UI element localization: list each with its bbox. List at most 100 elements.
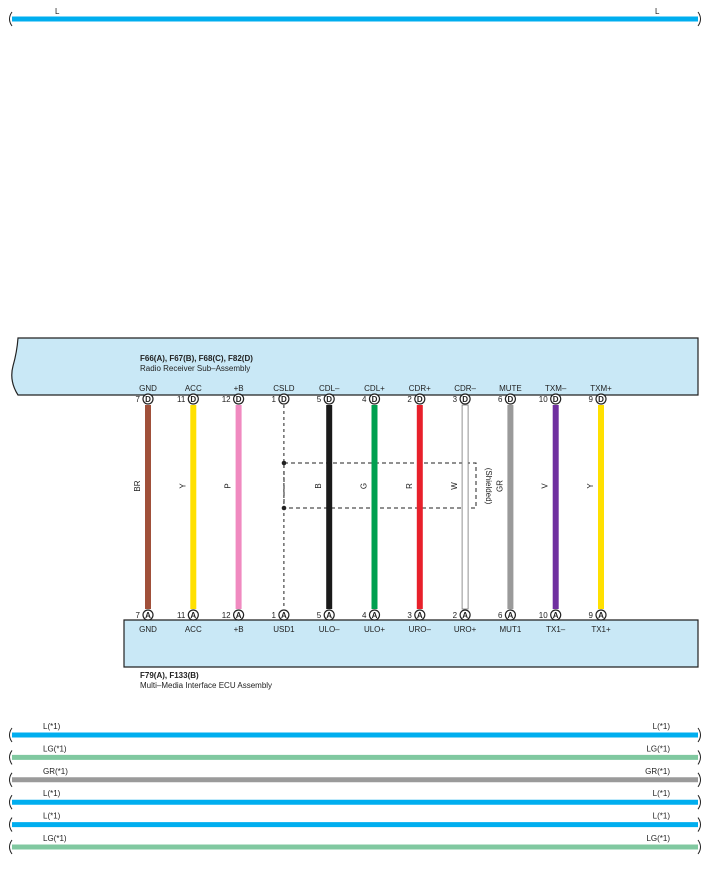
bottom-wire-left-label: L(*1) (43, 812, 61, 821)
top-connector-letter: D (190, 395, 196, 404)
radio-receiver-body (11, 337, 699, 396)
bottom-connector-letter: A (281, 611, 287, 620)
mmi-ecu-body (123, 619, 699, 668)
bottom-connector-circle (233, 609, 245, 621)
bottom-wire-left-label: L(*1) (43, 722, 61, 731)
bottom-terminal-name: URO– (409, 625, 432, 634)
bottom-terminal-name: USD1 (273, 625, 295, 634)
top-connector-circle (504, 393, 516, 405)
bottom-pin-number: 12 (222, 611, 231, 620)
top-connector-letter: D (281, 395, 287, 404)
bottom-connector-circle (187, 609, 199, 621)
top-connector-letter: D (553, 395, 559, 404)
top-connector-circle (187, 393, 199, 405)
bottom-connector-letter: A (236, 611, 242, 620)
wire-color-code: Y (586, 483, 595, 489)
bottom-wire-4: L(*1)L(*1) (9, 789, 701, 810)
shielded-label: (Shielded) (484, 468, 493, 505)
bottom-terminal-name: +B (234, 625, 244, 634)
top-connector-circle (414, 393, 426, 405)
bottom-connector-letter: A (190, 611, 196, 620)
top-terminal-name: MUTE (499, 384, 522, 393)
top-connector-circle (459, 393, 471, 405)
bottom-wire-right-label: LG(*1) (646, 744, 670, 753)
top-connector-circle (278, 393, 290, 405)
top-pin-number: 6 (498, 395, 503, 404)
bottom-wire-right-label: GR(*1) (645, 767, 670, 776)
bottom-wire-right-label: LG(*1) (646, 834, 670, 843)
bottom-wire-left-label: L(*1) (43, 789, 61, 798)
bottom-terminal-name: GND (139, 625, 157, 634)
bottom-pin-number: 1 (271, 611, 276, 620)
bottom-connector-letter: A (462, 611, 468, 620)
bottom-wire-left-label: LG(*1) (43, 744, 67, 753)
top-connector-circle (323, 393, 335, 405)
mmi-ecu-name: Multi–Media Interface ECU Assembly (140, 681, 272, 690)
bottom-connector-letter: A (598, 611, 604, 620)
top-wire-left-label: L (55, 7, 60, 16)
radio-receiver-name: Radio Receiver Sub–Assembly (140, 364, 250, 373)
top-terminal-name: ACC (185, 384, 202, 393)
wire-color-code: Y (178, 483, 187, 489)
bottom-terminal-name: ULO+ (364, 625, 385, 634)
top-connector-circle (595, 393, 607, 405)
top-terminal-name: CSLD (273, 384, 295, 393)
top-pin-number: 9 (589, 395, 594, 404)
bottom-wire-break-left (9, 839, 13, 855)
top-pin-number: 4 (362, 395, 367, 404)
bottom-pin-number: 6 (498, 611, 503, 620)
bottom-connector-letter: A (145, 611, 151, 620)
bottom-connector-letter: A (553, 611, 559, 620)
wire-color-code: W (450, 482, 459, 490)
top-pin-number: 2 (407, 395, 412, 404)
bottom-wire-break-left (9, 794, 13, 810)
wire-color-code: GR (495, 480, 504, 492)
top-wire-right-label: L (655, 7, 660, 16)
top-terminal-name: CDR+ (409, 384, 431, 393)
bottom-connector-letter: A (508, 611, 514, 620)
top-pin-number: 10 (539, 395, 548, 404)
bottom-wire-right-label: L(*1) (653, 722, 671, 731)
bottom-wire-break-left (9, 727, 13, 743)
top-connector-letter: D (462, 395, 468, 404)
top-wire-break-right (697, 11, 701, 27)
bottom-connector-circle (595, 609, 607, 621)
shield-box (283, 462, 477, 509)
bottom-wire-break-right (697, 794, 701, 810)
bottom-wire-1: L(*1) L(*1) (9, 722, 701, 743)
top-connector-letter: D (372, 395, 378, 404)
bottom-wire-break-right (697, 817, 701, 832)
bottom-terminal-name: ACC (185, 625, 202, 634)
mmi-ecu-box: F79(A), F133(B) Multi–Media Interface EC… (123, 619, 699, 690)
bottom-connector-letter: A (326, 611, 332, 620)
bottom-connector-circle (278, 609, 290, 621)
top-connector-letter: D (236, 395, 242, 404)
bottom-wire-left-label: LG(*1) (43, 834, 67, 843)
top-terminal-name: GND (139, 384, 157, 393)
top-terminal-name: CDL– (319, 384, 340, 393)
bottom-wire-right-label: L(*1) (653, 812, 671, 821)
bottom-connector-circle (368, 609, 381, 621)
top-connector-letter: D (417, 395, 423, 404)
top-terminal-name: CDR– (454, 384, 476, 393)
top-terminal-name: TXM+ (590, 384, 612, 393)
mmi-ecu-connectors: F79(A), F133(B) (140, 671, 199, 680)
bottom-terminal-name: URO+ (454, 625, 477, 634)
top-connector-letter: D (598, 395, 604, 404)
bottom-terminal-name: ULO– (319, 625, 340, 634)
top-connector-circle (233, 393, 245, 405)
wire-color-code: V (541, 483, 550, 489)
bottom-terminal-name: TX1– (546, 625, 566, 634)
top-terminal-name: CDL+ (364, 384, 385, 393)
bottom-wire-break-right (697, 750, 701, 765)
bottom-pin-number: 4 (362, 611, 367, 620)
bottom-wire-break-left (9, 817, 13, 832)
bottom-terminal-name: MUT1 (500, 625, 522, 634)
top-connector-circle (142, 393, 154, 405)
